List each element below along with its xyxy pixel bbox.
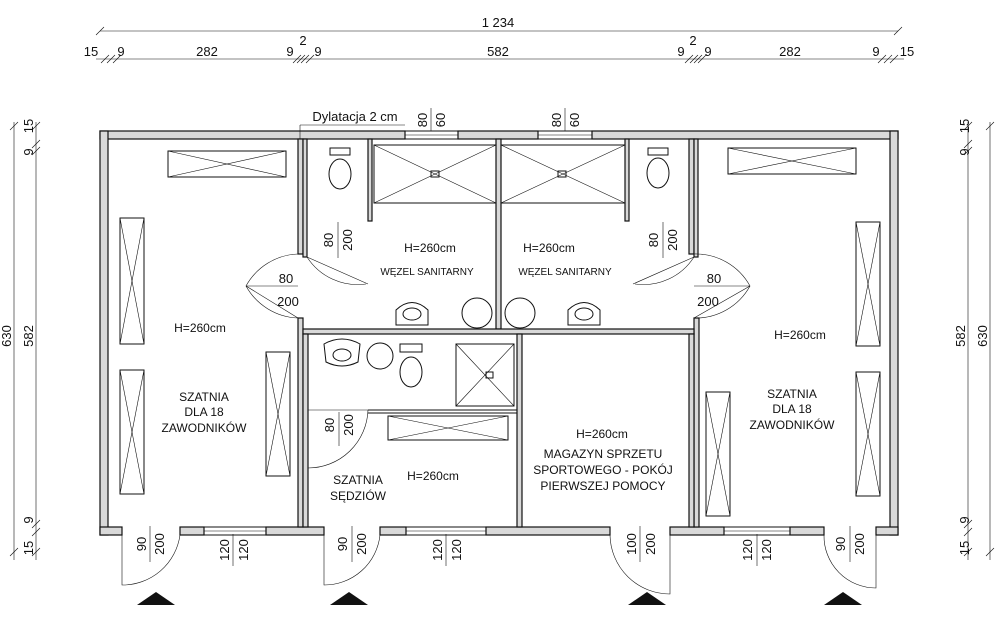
right-dimensions: 582 630 15 9 9 15 <box>953 119 995 560</box>
dilatation-note: Dylatacja 2 cm <box>299 109 405 139</box>
sanitary-right-name: WĘZEL SANITARNY <box>518 267 612 278</box>
top-win-right-a: 80 <box>549 113 564 127</box>
dim-chain-0: 15 <box>84 44 98 59</box>
dim-chain-12: 15 <box>900 44 914 59</box>
win-2-a: 120 <box>430 539 445 561</box>
right-dim-top-b: 9 <box>957 148 972 155</box>
win-2-b: 120 <box>449 539 464 561</box>
left-dim-inner: 582 <box>21 325 36 347</box>
ext-door-3-a: 100 <box>624 533 639 555</box>
right-dim-inner: 582 <box>953 325 968 347</box>
dim-chain-7: 9 <box>677 44 684 59</box>
opening-labels: 80 60 80 60 80 200 80 200 80 200 80 200 … <box>134 108 867 566</box>
ext-door-1-a: 90 <box>134 537 149 551</box>
left-dimensions: 630 582 15 9 9 15 <box>0 119 41 560</box>
ext-door-4-a: 90 <box>833 537 848 551</box>
entrance-arrow-1 <box>137 592 175 605</box>
dim-chain-1: 9 <box>117 44 124 59</box>
dim-chain-4: 2 <box>299 33 306 48</box>
room-labels: H=260cm SZATNIA DLA 18 ZAWODNIKÓW H=260c… <box>162 241 836 503</box>
storage-name-2: SPORTOWEGO - POKÓJ <box>533 462 673 477</box>
referees-name-2: SĘDZIÓW <box>330 488 387 503</box>
dim-chain-6: 582 <box>487 44 509 59</box>
door-swings <box>121 253 877 595</box>
wc-left-door-a: 80 <box>321 233 336 247</box>
sanitary-left-name: WĘZEL SANITARNY <box>380 267 474 278</box>
entrance-arrow-2 <box>330 592 368 605</box>
entrance-arrows <box>137 592 862 605</box>
top-win-left-a: 80 <box>415 113 430 127</box>
ext-door-4-b: 200 <box>852 533 867 555</box>
right-dim-top-a: 15 <box>957 119 972 133</box>
sanitary-right-height: H=260cm <box>523 241 575 255</box>
dim-chain-5: 9 <box>314 44 321 59</box>
locker-right-door-a: 80 <box>707 271 721 286</box>
locker-left-door-b: 200 <box>277 294 299 309</box>
left-dim-outer: 630 <box>0 325 14 347</box>
win-1-b: 120 <box>236 539 251 561</box>
left-locker-name-2: DLA 18 <box>184 405 224 419</box>
dim-chain-10: 282 <box>779 44 801 59</box>
top-dimension-chain: 15 9 282 9 2 9 582 9 2 9 282 9 15 <box>84 33 914 64</box>
right-locker-furniture <box>705 147 881 517</box>
storage-name-1: MAGAZYN SPRZETU <box>544 447 663 461</box>
ext-door-3-b: 200 <box>643 533 658 555</box>
left-dim-bot-a: 9 <box>21 516 36 523</box>
locker-left-door-a: 80 <box>279 271 293 286</box>
right-dim-bot-b: 15 <box>957 541 972 555</box>
right-locker-height: H=260cm <box>774 328 826 342</box>
storage-name-3: PIERWSZEJ POMOCY <box>540 479 665 493</box>
ext-door-2-b: 200 <box>354 533 369 555</box>
wc-right-door-b: 200 <box>665 229 680 251</box>
dilatation-label: Dylatacja 2 cm <box>312 109 397 124</box>
win-3-b: 120 <box>759 539 774 561</box>
dim-chain-9: 9 <box>704 44 711 59</box>
left-dim-bot-b: 15 <box>21 541 36 555</box>
right-locker-name-1: SZATNIA <box>767 387 817 401</box>
right-dim-outer: 630 <box>975 325 990 347</box>
dim-chain-2: 282 <box>196 44 218 59</box>
left-locker-name-1: SZATNIA <box>179 390 229 404</box>
locker-right-door-b: 200 <box>697 294 719 309</box>
top-dimension-total: 1 234 <box>95 15 903 36</box>
right-locker-name-2: DLA 18 <box>772 402 812 416</box>
referees-name-1: SZATNIA <box>333 473 383 487</box>
sanitary-fixtures <box>323 144 670 441</box>
sanitary-left-height: H=260cm <box>404 241 456 255</box>
left-dim-top-b: 9 <box>21 148 36 155</box>
dim-chain-8: 2 <box>689 33 696 48</box>
wc-left-door-b: 200 <box>340 229 355 251</box>
ext-door-1-b: 200 <box>152 533 167 555</box>
referees-height: H=260cm <box>407 469 459 483</box>
top-win-right-b: 60 <box>567 113 582 127</box>
left-locker-height: H=260cm <box>174 321 226 335</box>
right-locker-name-3: ZAWODNIKÓW <box>750 417 836 432</box>
right-dim-bot-a: 9 <box>957 516 972 523</box>
left-dim-top-a: 15 <box>21 119 36 133</box>
win-3-a: 120 <box>740 539 755 561</box>
entrance-arrow-4 <box>824 592 862 605</box>
dim-total: 1 234 <box>482 15 515 30</box>
win-1-a: 120 <box>217 539 232 561</box>
ref-door-b: 200 <box>341 414 356 436</box>
dim-chain-11: 9 <box>872 44 879 59</box>
entrance-arrow-3 <box>628 592 666 605</box>
left-locker-name-3: ZAWODNIKÓW <box>162 420 248 435</box>
storage-height: H=260cm <box>576 427 628 441</box>
left-locker-furniture <box>119 150 291 495</box>
ref-door-a: 80 <box>322 418 337 432</box>
wc-right-door-a: 80 <box>646 233 661 247</box>
ext-door-2-a: 90 <box>335 537 350 551</box>
top-win-left-b: 60 <box>433 113 448 127</box>
dim-chain-3: 9 <box>286 44 293 59</box>
